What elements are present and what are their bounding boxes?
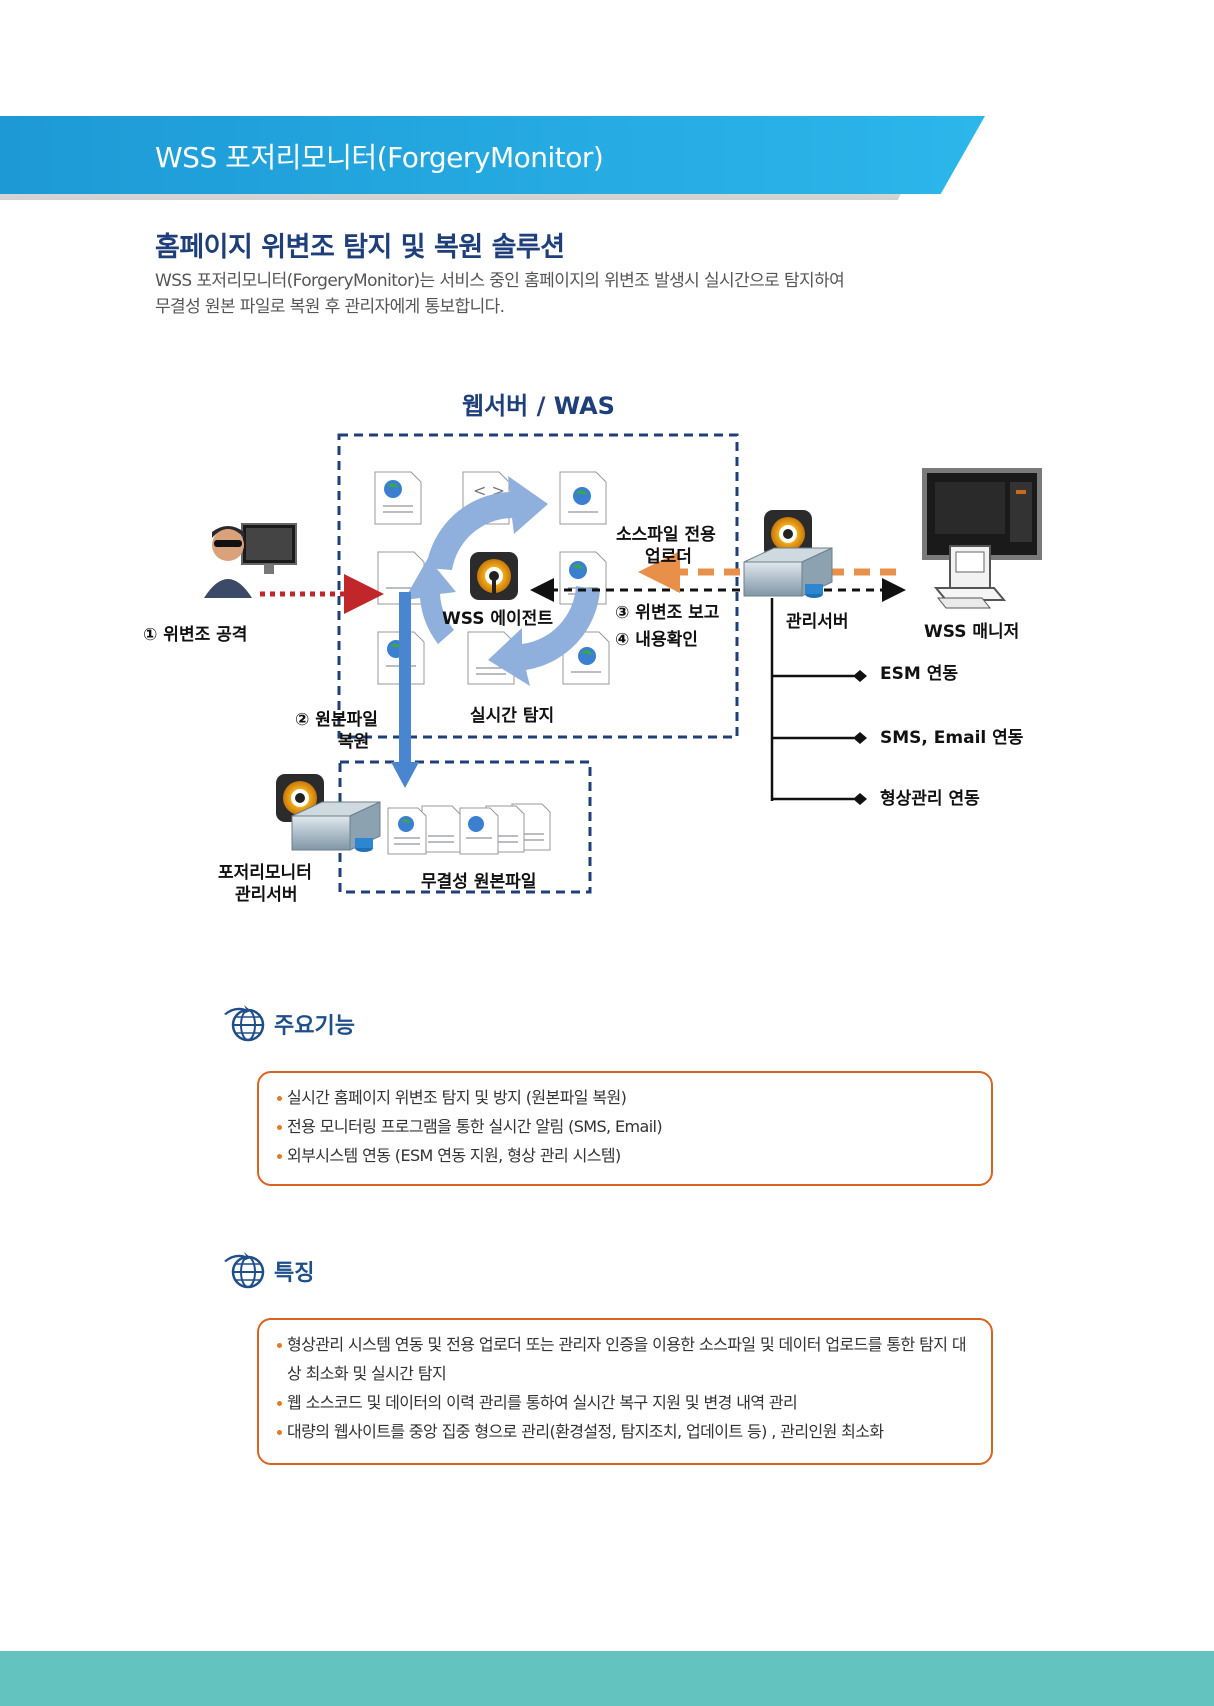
esm-label: ESM 연동	[880, 664, 958, 684]
features-title: 주요기능	[274, 1014, 355, 1039]
config-mgmt-label: 형상관리 연동	[880, 789, 980, 809]
integrity-files-icon	[387, 803, 551, 855]
attacker-icon	[204, 523, 297, 598]
characteristics-box: 형상관리 시스템 연동 및 전용 업로더 또는 관리자 인증을 이용한 소스파일…	[257, 1318, 993, 1465]
restore-label-1: ② 원본파일	[295, 710, 378, 730]
features-heading: 주요기능	[222, 1004, 355, 1044]
realtime-label: 실시간 탐지	[470, 706, 555, 726]
manager-label: WSS 매니저	[924, 622, 1020, 642]
header-banner	[0, 116, 985, 194]
intro-line-2: 무결성 원본 파일로 복원 후 관리자에게 통보합니다.	[155, 297, 505, 317]
footer-bar	[0, 1651, 1214, 1706]
intro-text: WSS 포저리모니터(ForgeryMonitor)는 서비스 중인 홈페이지의…	[155, 268, 915, 320]
features-list: 실시간 홈페이지 위변조 탐지 및 방지 (원본파일 복원) 전용 모니터링 프…	[277, 1083, 971, 1170]
feature-item-2: 전용 모니터링 프로그램을 통한 실시간 알림 (SMS, Email)	[277, 1112, 971, 1141]
cycle-arrows	[404, 476, 600, 686]
restore-label-2: 복원	[338, 732, 370, 752]
architecture-diagram: < >	[0, 380, 1214, 920]
webserver-box	[337, 433, 739, 739]
characteristics-list: 형상관리 시스템 연동 및 전용 업로더 또는 관리자 인증을 이용한 소스파일…	[277, 1330, 971, 1446]
feature-item-3: 외부시스템 연동 (ESM 연동 지원, 형상 관리 시스템)	[277, 1141, 971, 1170]
feature-item-1: 실시간 홈페이지 위변조 탐지 및 방지 (원본파일 복원)	[277, 1083, 971, 1112]
attack-label: ① 위변조 공격	[143, 625, 248, 645]
diagram-graphics: < >	[204, 433, 1042, 894]
fm-server-label-2: 관리서버	[235, 885, 298, 905]
globe-arrow-icon	[224, 1252, 265, 1289]
management-server-icon	[743, 510, 833, 598]
characteristic-item-2: 웹 소스코드 및 데이터의 이력 관리를 통하여 실시간 복구 지원 및 변경 …	[277, 1388, 971, 1417]
features-box: 실시간 홈페이지 위변조 탐지 및 방지 (원본파일 복원) 전용 모니터링 프…	[257, 1071, 993, 1186]
characteristics-heading: 특징	[222, 1251, 314, 1291]
agent-label: WSS 에이전트	[442, 609, 553, 629]
integration-markers	[853, 670, 867, 805]
page-title: WSS 포저리모니터(ForgeryMonitor)	[155, 141, 604, 174]
characteristic-item-3: 대량의 웹사이트를 중앙 집중 형으로 관리(환경설정, 탐지조치, 업데이트 …	[277, 1417, 971, 1446]
intro-line-1: WSS 포저리모니터(ForgeryMonitor)는 서비스 중인 홈페이지의…	[155, 271, 845, 291]
restore-arrow	[391, 592, 419, 788]
mgmt-server-label: 관리서버	[786, 612, 849, 632]
report-label: ③ 위변조 보고	[615, 603, 720, 623]
uploader-label-2: 업로더	[645, 547, 692, 567]
fm-server-label-1: 포저리모니터	[218, 863, 312, 883]
sms-email-label: SMS, Email 연동	[880, 728, 1024, 748]
globe-arrow-icon	[224, 1005, 265, 1042]
section-title: 홈페이지 위변조 탐지 및 복원 솔루션	[155, 232, 565, 263]
uploader-label-1: 소스파일 전용	[616, 525, 716, 545]
wss-manager-computer-icon	[922, 468, 1042, 609]
diagram-title: 웹서버 / WAS	[462, 392, 615, 420]
characteristics-title: 특징	[274, 1261, 315, 1286]
integrity-files-label: 무결성 원본파일	[421, 872, 537, 892]
integration-lines	[770, 598, 854, 801]
wss-agent-icon	[470, 552, 518, 600]
check-label: ④ 내용확인	[615, 630, 698, 650]
characteristic-item-1: 형상관리 시스템 연동 및 전용 업로더 또는 관리자 인증을 이용한 소스파일…	[277, 1330, 971, 1388]
forgery-monitor-server-icon	[276, 774, 381, 852]
